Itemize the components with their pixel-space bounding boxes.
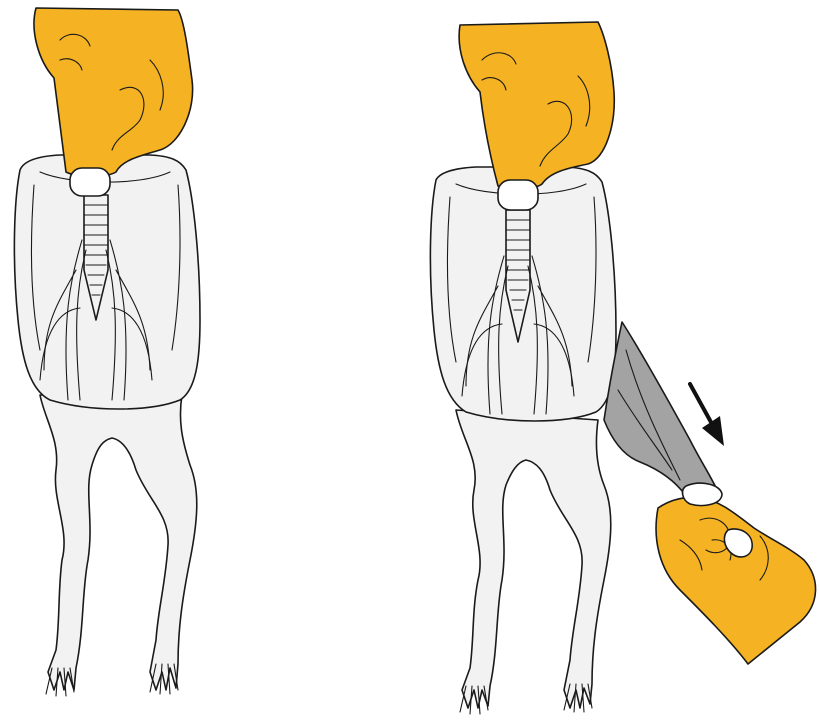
- pull-direction-arrow-icon: [690, 384, 724, 446]
- right-legs: [456, 410, 611, 708]
- panel-after: [430, 22, 815, 714]
- left-torso: [14, 155, 200, 409]
- pulling-glove: [656, 497, 815, 664]
- peeled-skin: [604, 322, 718, 496]
- right-head-grip: [498, 180, 538, 210]
- panel-before: [14, 8, 200, 696]
- left-head-grip: [70, 168, 110, 196]
- left-legs: [40, 395, 197, 690]
- left-glove: [34, 8, 193, 177]
- right-glove: [459, 22, 614, 189]
- pulling-fingertip: [683, 483, 722, 505]
